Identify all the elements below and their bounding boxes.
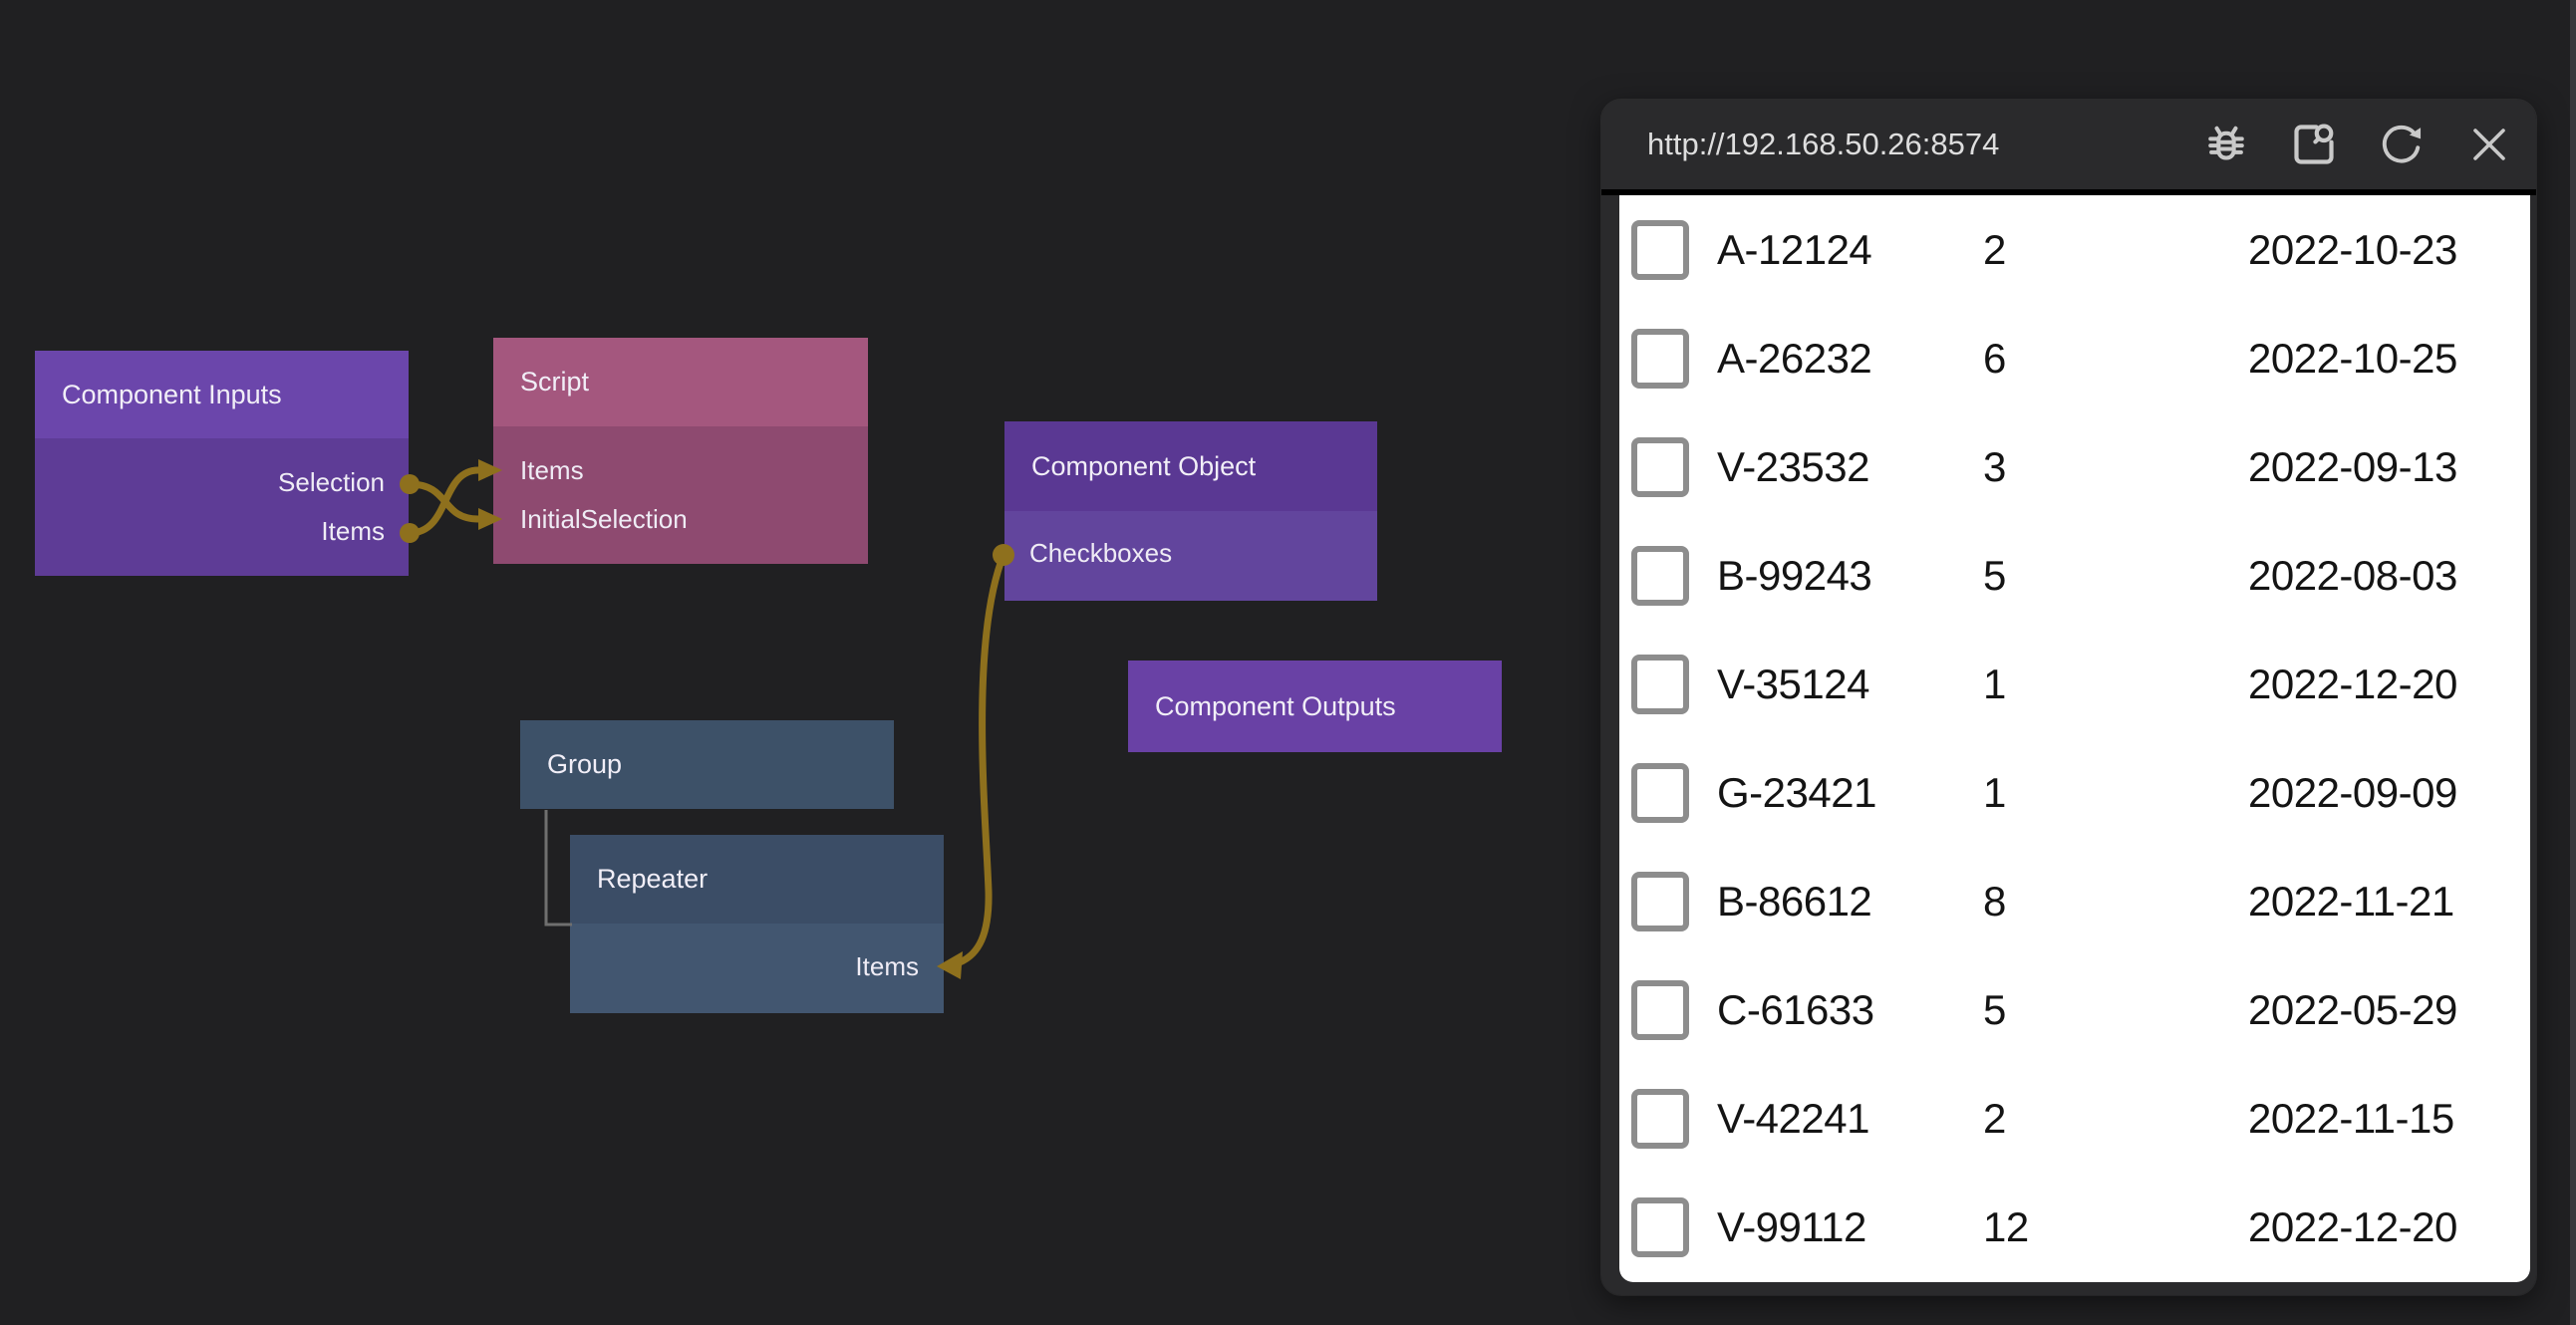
row-count: 6: [1983, 334, 2006, 382]
row-id: V-23532: [1717, 442, 1869, 490]
node-title[interactable]: Script: [493, 338, 868, 426]
row-count: 12: [1983, 1203, 2029, 1251]
row-checkbox[interactable]: [1631, 436, 1689, 497]
browser-preview-window: http://192.168.50.26:8574: [1600, 99, 2537, 1296]
node-repeater[interactable]: Repeater Items: [570, 835, 944, 1013]
row-id: G-23421: [1717, 769, 1876, 817]
row-id: A-26232: [1717, 334, 1872, 382]
table-row: V-23532 3 2022-09-13: [1619, 412, 2530, 521]
row-id: A-12124: [1717, 225, 1872, 273]
row-id: C-61633: [1717, 986, 1874, 1034]
group-hierarchy-line: [544, 810, 572, 927]
node-title[interactable]: Component Inputs: [35, 351, 409, 438]
table-row: V-99112 12 2022-12-20: [1619, 1174, 2530, 1282]
row-checkbox[interactable]: [1631, 1197, 1689, 1258]
row-count: 8: [1983, 878, 2006, 926]
row-date: 2022-11-21: [2248, 878, 2454, 926]
row-checkbox[interactable]: [1631, 545, 1689, 606]
node-script[interactable]: Script Items InitialSelection: [493, 338, 868, 564]
node-title[interactable]: Component Object: [1004, 421, 1377, 511]
output-port-items[interactable]: Items: [321, 516, 385, 546]
output-port-selection[interactable]: Selection: [278, 467, 385, 497]
node-body: Items InitialSelection: [493, 426, 868, 564]
table-row: V-35124 1 2022-12-20: [1619, 630, 2530, 738]
table-row: C-61633 5 2022-05-29: [1619, 956, 2530, 1065]
table-row: A-26232 6 2022-10-25: [1619, 304, 2530, 412]
debug-button[interactable]: [2197, 116, 2255, 173]
node-component-object[interactable]: Component Object Checkboxes: [1004, 421, 1377, 601]
row-checkbox[interactable]: [1631, 654, 1689, 714]
node-body: Checkboxes: [1004, 511, 1377, 601]
close-icon: [2473, 129, 2505, 160]
table-row: V-42241 2 2022-11-15: [1619, 1065, 2530, 1174]
bug-icon: [2208, 126, 2244, 160]
row-id: V-99112: [1717, 1203, 1866, 1251]
input-port-initialselection[interactable]: InitialSelection: [520, 504, 688, 534]
row-id: B-86612: [1717, 878, 1872, 926]
refresh-button[interactable]: [2373, 116, 2431, 173]
table-row: A-12124 2 2022-10-23: [1619, 195, 2530, 304]
row-checkbox[interactable]: [1631, 219, 1689, 280]
wire-selection-to-initialselection[interactable]: [409, 480, 479, 523]
node-title[interactable]: Repeater: [570, 835, 944, 924]
node-title[interactable]: Group: [520, 720, 894, 809]
row-checkbox[interactable]: [1631, 872, 1689, 932]
row-date: 2022-12-20: [2248, 1203, 2457, 1251]
topbar-divider: [1601, 189, 2536, 195]
browser-topbar: http://192.168.50.26:8574: [1601, 100, 2536, 189]
row-count: 2: [1983, 225, 2006, 273]
page-preview-icon: [2294, 124, 2334, 164]
node-group[interactable]: Group: [520, 720, 894, 809]
row-id: B-99243: [1717, 551, 1872, 599]
row-count: 5: [1983, 986, 2006, 1034]
row-date: 2022-08-03: [2248, 551, 2457, 599]
row-checkbox[interactable]: [1631, 1089, 1689, 1150]
row-date: 2022-09-13: [2248, 442, 2457, 490]
table-row: G-23421 1 2022-09-09: [1619, 738, 2530, 847]
url-address-bar[interactable]: http://192.168.50.26:8574: [1647, 127, 2000, 161]
row-count: 3: [1983, 442, 2006, 490]
row-checkbox[interactable]: [1631, 328, 1689, 389]
node-title[interactable]: Component Outputs: [1128, 661, 1502, 752]
row-checkbox[interactable]: [1631, 980, 1689, 1041]
row-count: 5: [1983, 551, 2006, 599]
row-id: V-42241: [1717, 1095, 1869, 1143]
close-button[interactable]: [2460, 116, 2518, 173]
wire-items-to-items[interactable]: [409, 466, 479, 537]
row-date: 2022-05-29: [2248, 986, 2457, 1034]
row-count: 1: [1983, 769, 2006, 817]
wire-checkboxes-to-items[interactable]: [958, 553, 1007, 966]
refresh-icon: [2382, 125, 2422, 163]
node-body: Selection Items: [35, 438, 409, 576]
table-row: B-86612 8 2022-11-21: [1619, 848, 2530, 956]
row-date: 2022-09-09: [2248, 769, 2457, 817]
row-date: 2022-10-23: [2248, 225, 2457, 273]
row-date: 2022-11-15: [2248, 1095, 2454, 1143]
table-row: B-99243 5 2022-08-03: [1619, 521, 2530, 630]
node-component-outputs[interactable]: Component Outputs: [1128, 661, 1502, 752]
topbar-buttons: [2197, 116, 2518, 173]
outer-scrollbar[interactable]: [2570, 0, 2576, 1325]
input-port-items[interactable]: Items: [520, 455, 584, 485]
output-port-items[interactable]: Items: [855, 951, 919, 981]
open-preview-button[interactable]: [2285, 116, 2343, 173]
row-id: V-35124: [1717, 660, 1869, 707]
row-date: 2022-12-20: [2248, 660, 2457, 707]
row-count: 2: [1983, 1095, 2006, 1143]
port-checkboxes[interactable]: Checkboxes: [1029, 538, 1173, 568]
node-body: Items: [570, 924, 944, 1013]
node-component-inputs[interactable]: Component Inputs Selection Items: [35, 351, 409, 576]
row-count: 1: [1983, 660, 2006, 707]
row-checkbox[interactable]: [1631, 763, 1689, 824]
browser-page-content: A-12124 2 2022-10-23 A-26232 6 2022-10-2…: [1619, 195, 2530, 1282]
row-date: 2022-10-25: [2248, 334, 2457, 382]
